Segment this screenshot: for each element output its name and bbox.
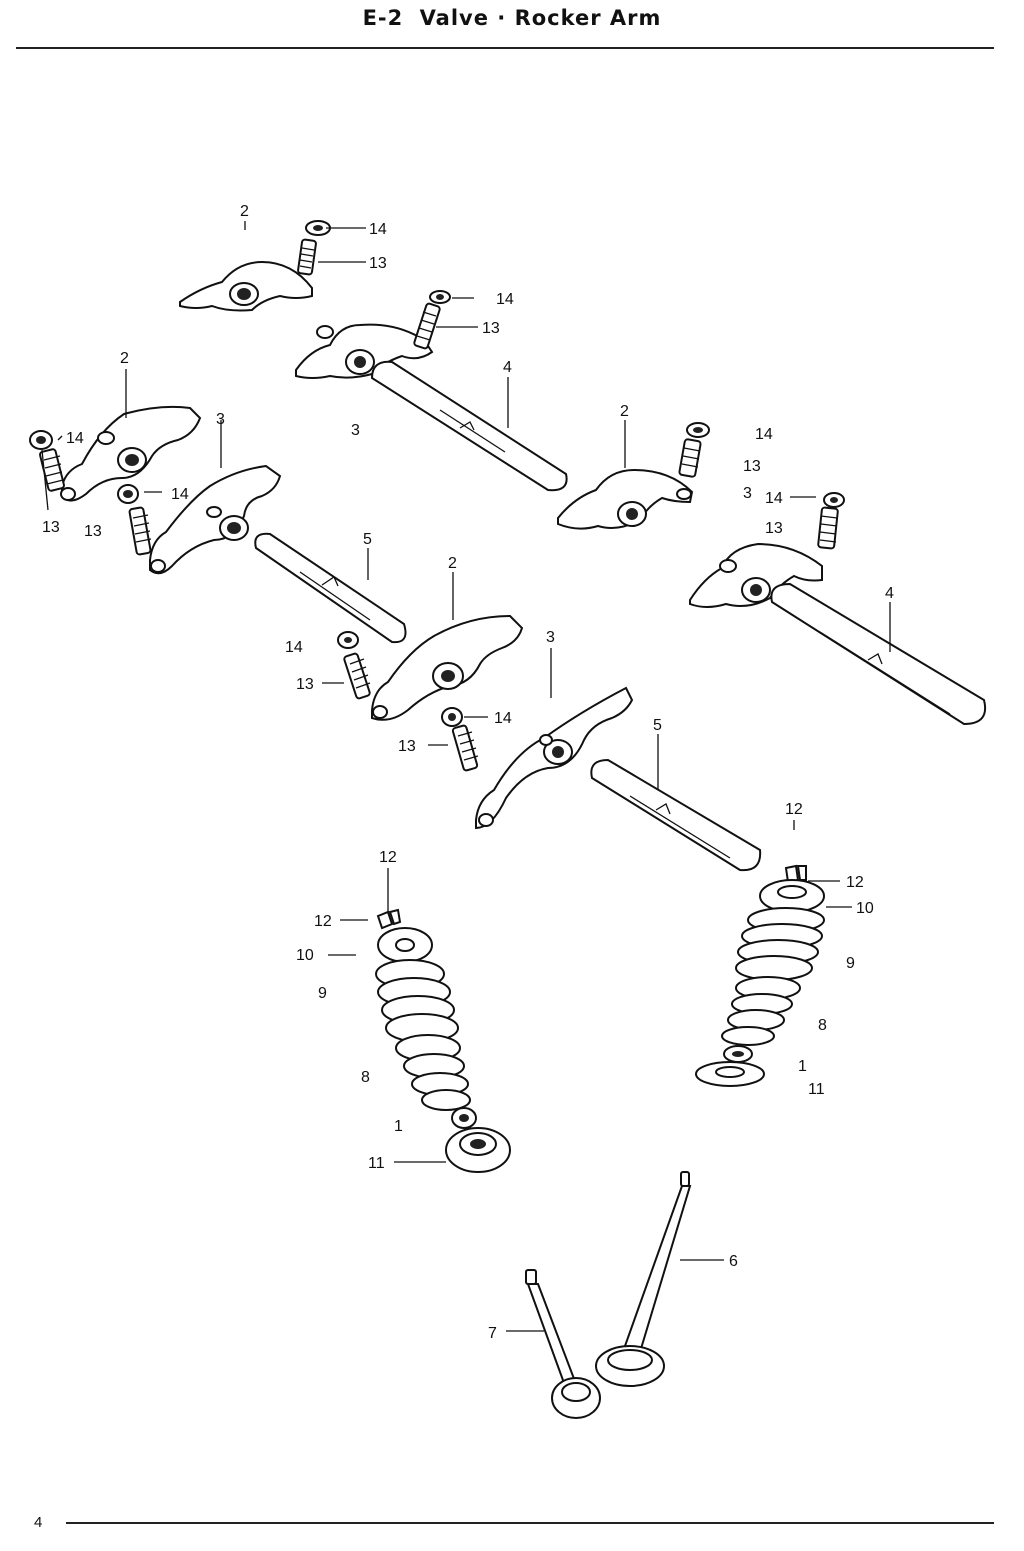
page-number: 4 <box>34 1514 43 1531</box>
adjusting-screw-icon <box>343 652 371 700</box>
callout-label: 12 <box>379 849 397 866</box>
callout-label: 14 <box>369 221 387 238</box>
adjusting-screw-icon <box>413 302 441 350</box>
rocker-arm-icon <box>557 468 694 530</box>
rocker-arm-icon <box>295 323 434 379</box>
header-rule <box>16 47 994 49</box>
callout-label: 5 <box>363 531 372 548</box>
callout-label: 6 <box>729 1253 738 1270</box>
callout-label: 5 <box>653 717 662 734</box>
adjusting-screw-icon <box>678 438 702 478</box>
valve-icon <box>595 1171 692 1387</box>
callout-label: 8 <box>818 1017 827 1034</box>
rocker-arm-icon <box>371 614 524 721</box>
adjusting-screw-icon <box>39 448 65 492</box>
callout-label: 7 <box>488 1325 497 1342</box>
valve-spring-icon <box>721 907 825 1046</box>
callout-label: 9 <box>318 985 327 1002</box>
callout-label: 2 <box>448 555 457 572</box>
spring-seat-icon <box>445 1127 511 1173</box>
callout-label: 13 <box>398 738 416 755</box>
lock-nut-icon <box>117 484 139 504</box>
valve-icon <box>525 1269 601 1419</box>
section-code: E-2 <box>362 6 404 30</box>
valve-stem-seal-icon <box>723 1045 753 1063</box>
callout-label: 13 <box>743 458 761 475</box>
callout-label: 3 <box>743 485 752 502</box>
page-title: E-2 Valve · Rocker Arm <box>0 6 1024 30</box>
spring-retainer-icon <box>377 927 433 963</box>
rocker-shaft-icon <box>370 360 568 492</box>
leader-lines <box>41 221 891 1332</box>
callout-label: 8 <box>361 1069 370 1086</box>
section-title: Valve · Rocker Arm <box>419 6 662 30</box>
lock-nut-icon <box>823 492 845 508</box>
callout-label: 13 <box>42 519 60 536</box>
callout-label: 1 <box>798 1058 807 1075</box>
valve-spring-icon <box>375 959 471 1111</box>
callout-label: 3 <box>351 422 360 439</box>
callout-label: 13 <box>482 320 500 337</box>
callout-label: 11 <box>368 1155 385 1172</box>
lock-nut-icon <box>686 422 710 438</box>
callout-label: 13 <box>84 523 102 540</box>
callout-label: 14 <box>66 430 84 447</box>
callout-label: 2 <box>620 403 629 420</box>
callout-label: 1 <box>394 1118 403 1135</box>
callout-label: 3 <box>546 629 555 646</box>
lock-nut-icon <box>305 220 331 236</box>
rocker-shaft-icon <box>254 532 407 644</box>
valve-cotter-icon <box>376 908 402 930</box>
callout-label: 9 <box>846 955 855 972</box>
spring-seat-icon <box>695 1061 765 1087</box>
rocker-shaft-icon <box>590 758 762 872</box>
adjusting-screw-icon <box>297 238 317 276</box>
callout-label: 12 <box>314 913 332 930</box>
callout-label: 2 <box>240 203 249 220</box>
valve-stem-seal-icon <box>451 1107 477 1129</box>
rocker-arm-icon <box>179 260 313 312</box>
adjusting-screw-icon <box>128 506 152 556</box>
rocker-arm-icon <box>149 464 282 575</box>
spring-retainer-icon <box>759 879 825 913</box>
callout-label: 14 <box>496 291 514 308</box>
callout-label: 4 <box>885 585 894 602</box>
callout-label: 14 <box>494 710 512 727</box>
callout-label: 12 <box>785 801 803 818</box>
adjusting-screw-icon <box>817 506 839 550</box>
lock-nut-icon <box>29 430 53 450</box>
callout-label: 2 <box>120 350 129 367</box>
callout-label: 14 <box>755 426 773 443</box>
rocker-shaft-icon <box>770 582 986 726</box>
callout-label: 10 <box>296 947 314 964</box>
footer-rule <box>66 1522 994 1524</box>
callout-label: 14 <box>171 486 189 503</box>
rocker-arm-icon <box>60 405 202 502</box>
callout-label: 3 <box>216 411 225 428</box>
adjusting-screw-icon <box>451 724 479 772</box>
callout-label: 4 <box>503 359 512 376</box>
lock-nut-icon <box>429 290 451 304</box>
rocker-arm-icon <box>475 686 634 830</box>
callout-label: 14 <box>765 490 783 507</box>
rocker-arm-icon <box>689 542 823 608</box>
callout-label: 11 <box>808 1081 825 1098</box>
callout-label: 10 <box>856 900 874 917</box>
callout-label: 14 <box>285 639 303 656</box>
callout-label: 13 <box>765 520 783 537</box>
lock-nut-icon <box>441 707 463 727</box>
callout-label: 13 <box>296 676 314 693</box>
callout-labels: 2 14 13 14 13 4 2 14 3 3 13 13 14 2 14 1… <box>42 203 894 1342</box>
callout-label: 13 <box>369 255 387 272</box>
callout-label: 12 <box>846 874 864 891</box>
lock-nut-icon <box>337 631 359 649</box>
